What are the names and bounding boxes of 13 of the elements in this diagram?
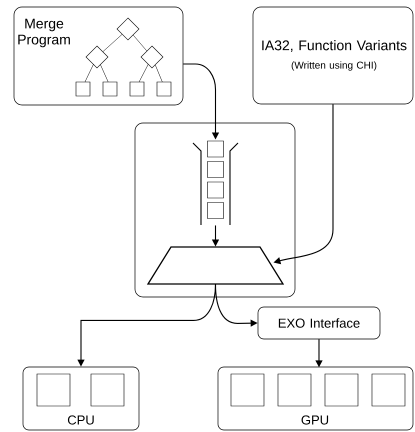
node-label: CPU (68, 415, 94, 425)
node-label: Merge Program (18, 18, 70, 48)
queue-drawing (192, 140, 238, 225)
runtime-box (134, 122, 296, 298)
node-label: GPU (302, 415, 328, 425)
process-box (252, 6, 414, 104)
node-label: IA32, Function Variants (262, 40, 406, 52)
node-label: EXO Interface (278, 318, 360, 328)
node-label: (Written using CHI) (292, 61, 376, 71)
process-box (14, 6, 184, 106)
process-box (258, 306, 380, 340)
process-box (22, 366, 140, 430)
process-box (218, 366, 414, 430)
